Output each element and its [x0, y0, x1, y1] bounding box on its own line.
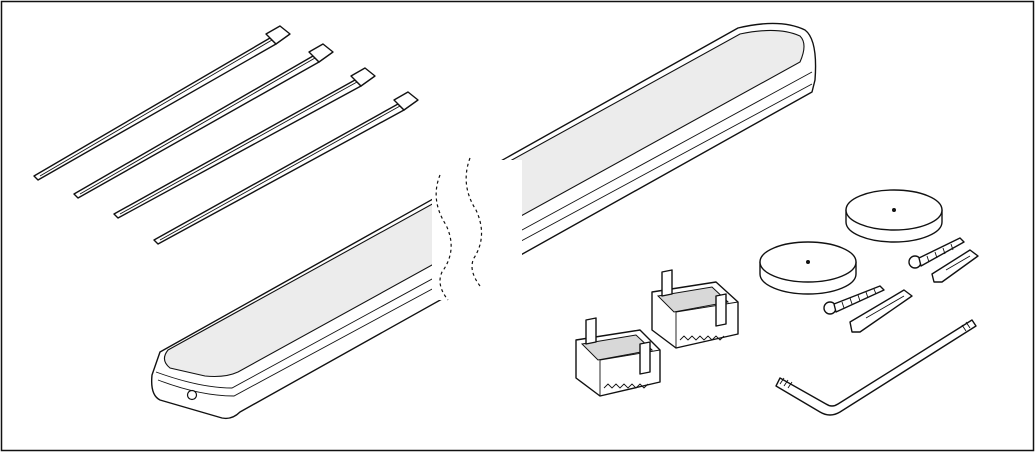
cable-ties [33, 25, 419, 245]
led-light-fixture [150, 22, 817, 420]
wall-anchor [931, 249, 979, 283]
cable-tie [33, 25, 291, 181]
mounting-disc [845, 189, 943, 243]
cable-entry-hole [186, 389, 198, 401]
hex-key [775, 319, 977, 416]
mounting-disc [759, 241, 857, 295]
cable-tie [153, 91, 419, 245]
screw [823, 285, 885, 315]
mounting-clip [651, 269, 739, 349]
mounting-clip [575, 317, 661, 397]
screw [908, 237, 965, 269]
wall-anchor [849, 289, 913, 333]
cable-tie [113, 67, 376, 219]
cable-tie [73, 43, 334, 199]
